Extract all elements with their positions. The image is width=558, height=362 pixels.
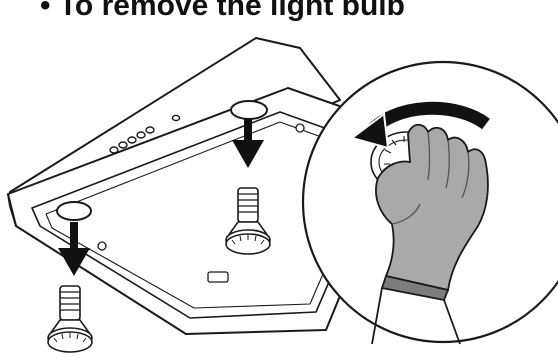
bulb-removal-illustration — [0, 0, 558, 362]
